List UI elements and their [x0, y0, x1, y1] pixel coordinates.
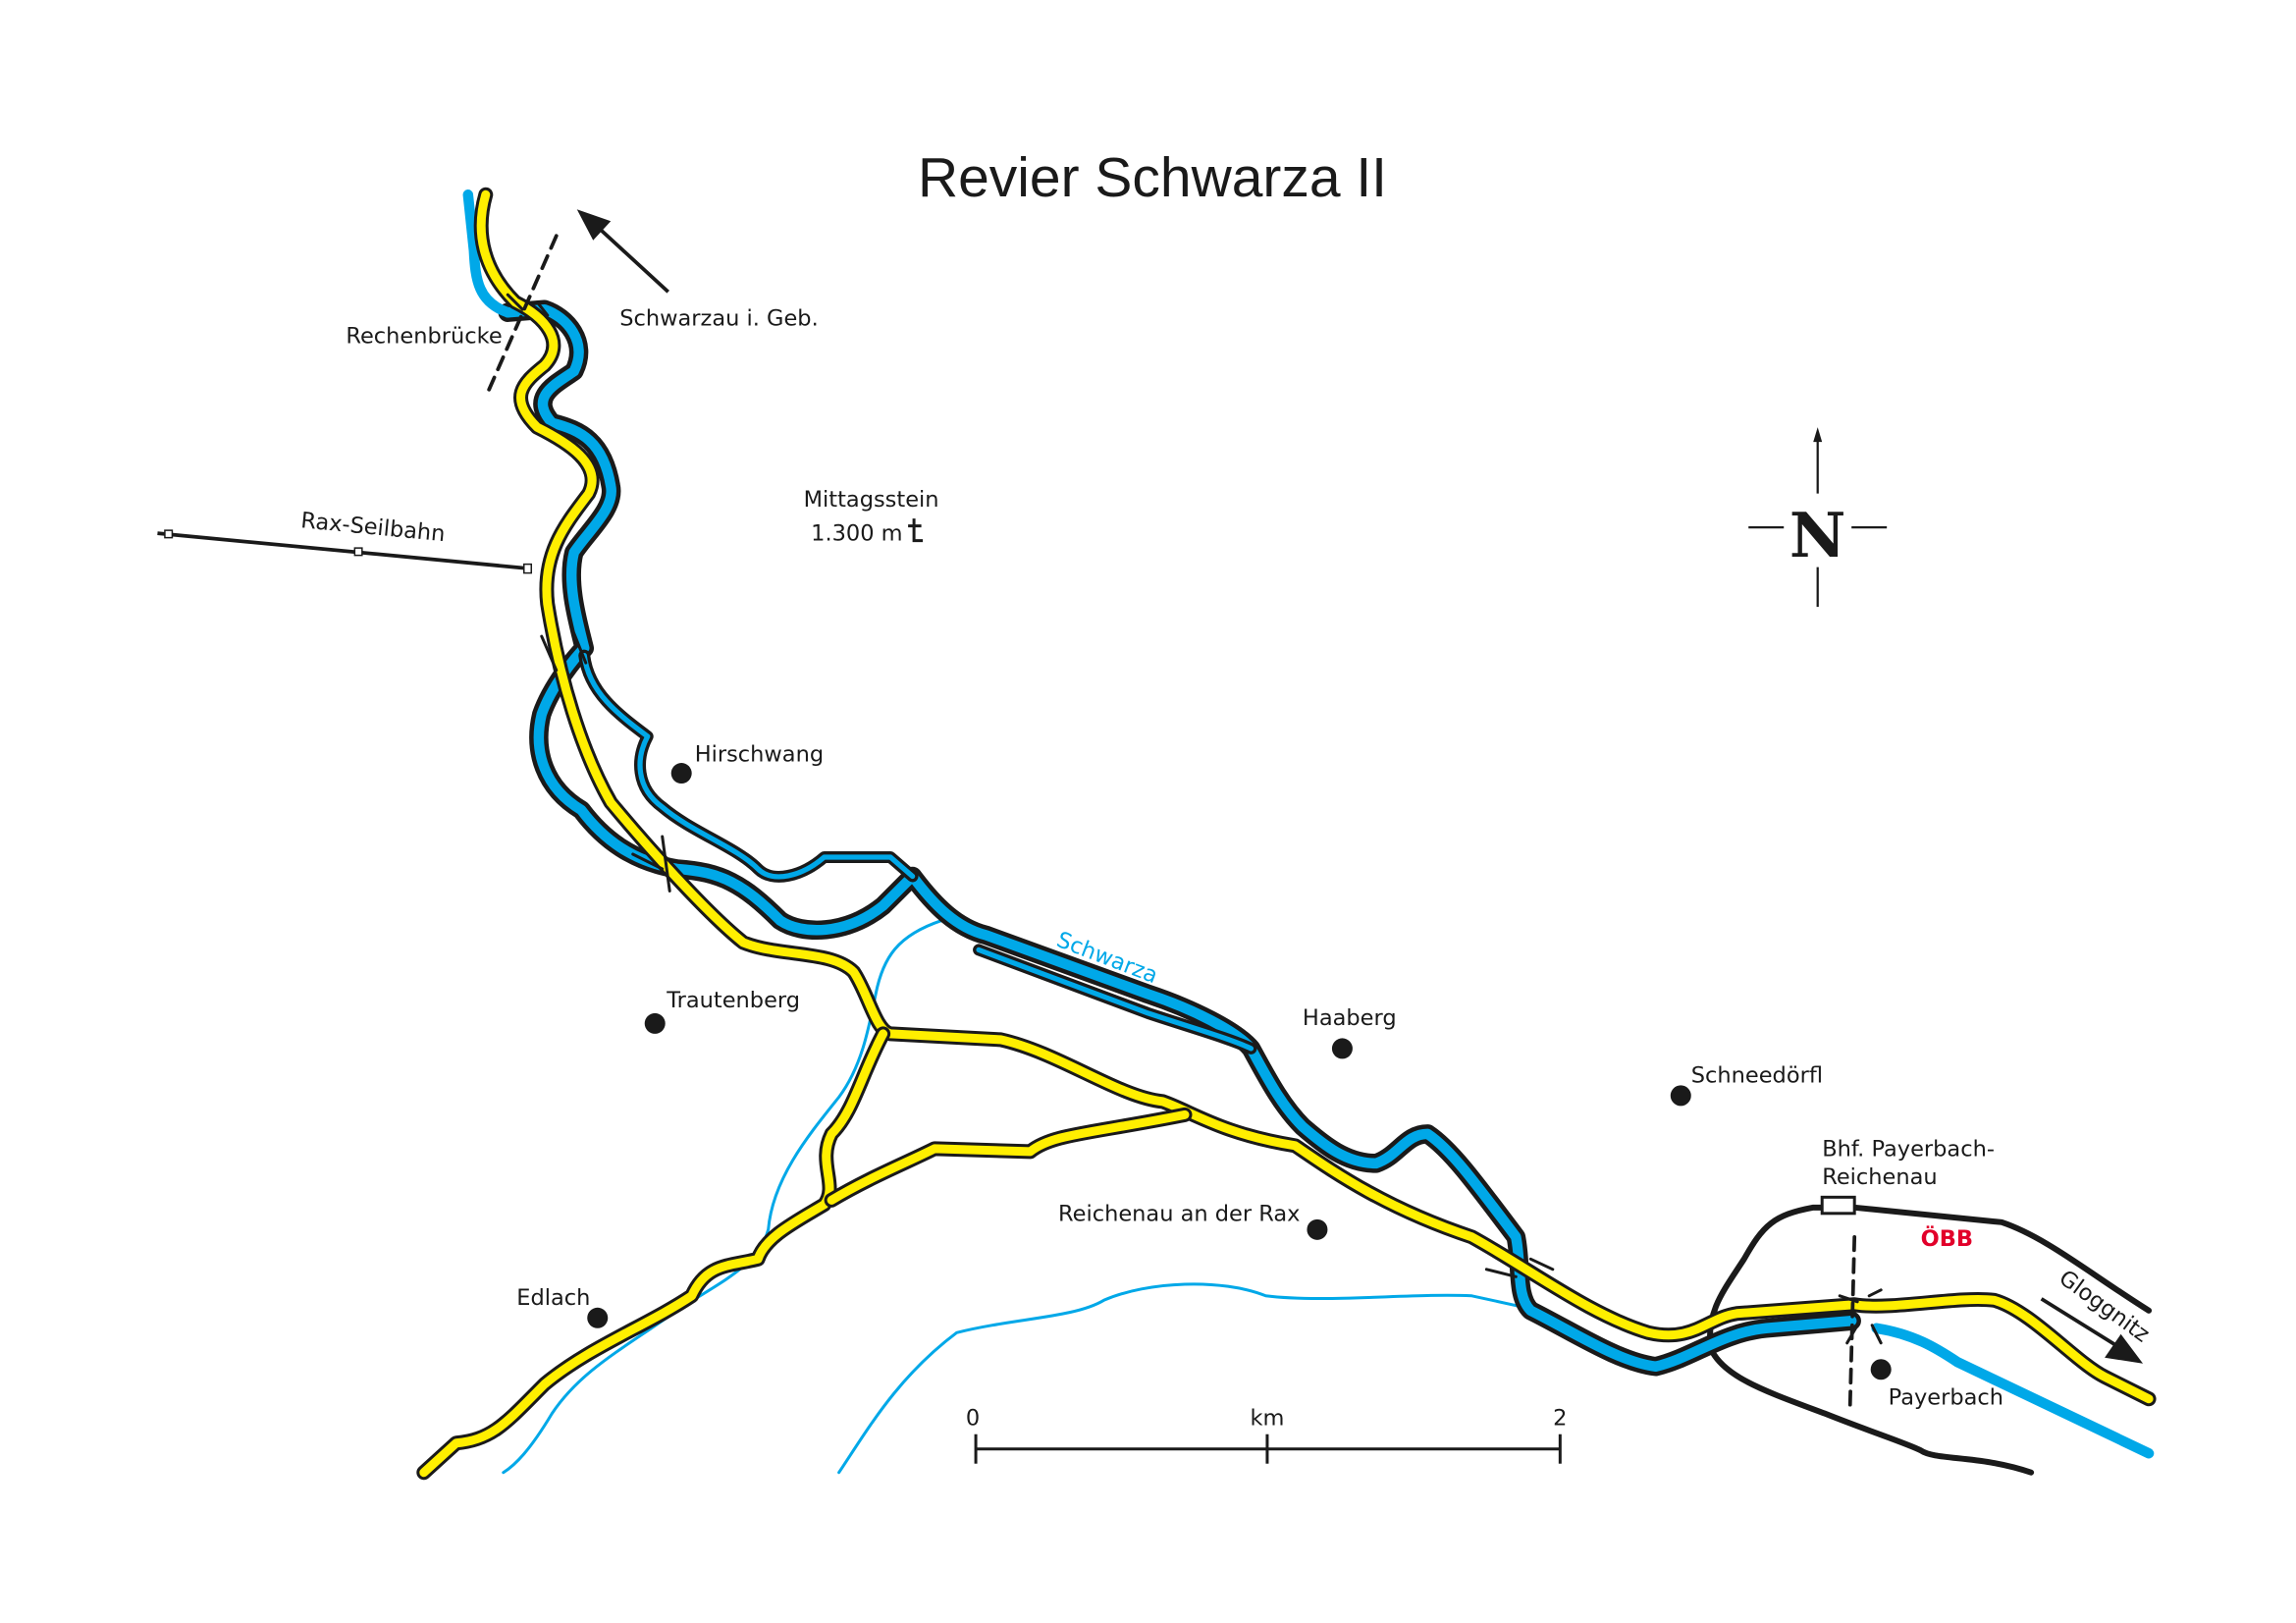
label-bhf-line1: Bhf. Payerbach- — [1822, 1136, 1995, 1162]
label-trautenberg: Trautenberg — [666, 988, 800, 1013]
label-bhf-line2: Reichenau — [1822, 1164, 1937, 1190]
place-dot-icon — [587, 1307, 609, 1328]
label-mittagsstein-height: 1.300 m — [811, 521, 902, 547]
dashed-path-rechenbruecke — [486, 234, 559, 393]
place-dots — [587, 763, 1892, 1380]
place-dot-icon — [644, 1012, 666, 1034]
station-icon — [1820, 1195, 1856, 1216]
arrow-gloggnitz-icon — [2040, 1297, 2144, 1364]
place-dot-icon — [1870, 1359, 1892, 1380]
scale-unit-label: km — [1250, 1406, 1284, 1432]
compass-north-label: N — [1789, 499, 1846, 571]
label-edlach: Edlach — [516, 1285, 590, 1311]
tributary-stream — [502, 918, 944, 1475]
scale-end-label: 2 — [1553, 1406, 1567, 1432]
map-title: Revier Schwarza II — [918, 146, 1387, 209]
north-compass: N — [1748, 427, 1888, 608]
label-rechenbruecke: Rechenbrücke — [346, 324, 502, 350]
label-haaberg: Haaberg — [1303, 1005, 1397, 1031]
label-mittagsstein: Mittagsstein — [804, 487, 939, 513]
lower-river — [1871, 1323, 2155, 1459]
obb-logo: ÖBB — [1921, 1224, 1973, 1252]
place-dot-icon — [1670, 1085, 1691, 1107]
scale-start-label: 0 — [966, 1406, 980, 1432]
label-reichenau: Reichenau an der Rax — [1058, 1201, 1300, 1226]
schwarza-river — [498, 299, 1861, 1377]
road-network — [416, 187, 2157, 1481]
place-dot-icon — [1331, 1038, 1353, 1059]
place-dot-icon — [1307, 1218, 1328, 1240]
label-schneedoerfl: Schneedörfl — [1691, 1062, 1823, 1088]
dashed-path-payerbach — [1847, 1234, 1857, 1409]
arrow-schwarzau-icon — [576, 209, 669, 294]
upper-river — [462, 189, 513, 318]
summit-cross-icon — [908, 518, 924, 543]
bridge-marks — [506, 293, 1883, 1345]
place-dot-icon — [670, 763, 692, 784]
label-hirschwang: Hirschwang — [695, 742, 824, 768]
label-rax-seilbahn: Rax-Seilbahn — [299, 508, 446, 547]
label-schwarzau: Schwarzau i. Geb. — [619, 306, 819, 332]
rax-seilbahn-cable-car — [157, 529, 533, 574]
scale-bar: 0 km 2 — [966, 1406, 1567, 1464]
label-payerbach: Payerbach — [1889, 1385, 2003, 1411]
lower-stream — [837, 1282, 1521, 1475]
